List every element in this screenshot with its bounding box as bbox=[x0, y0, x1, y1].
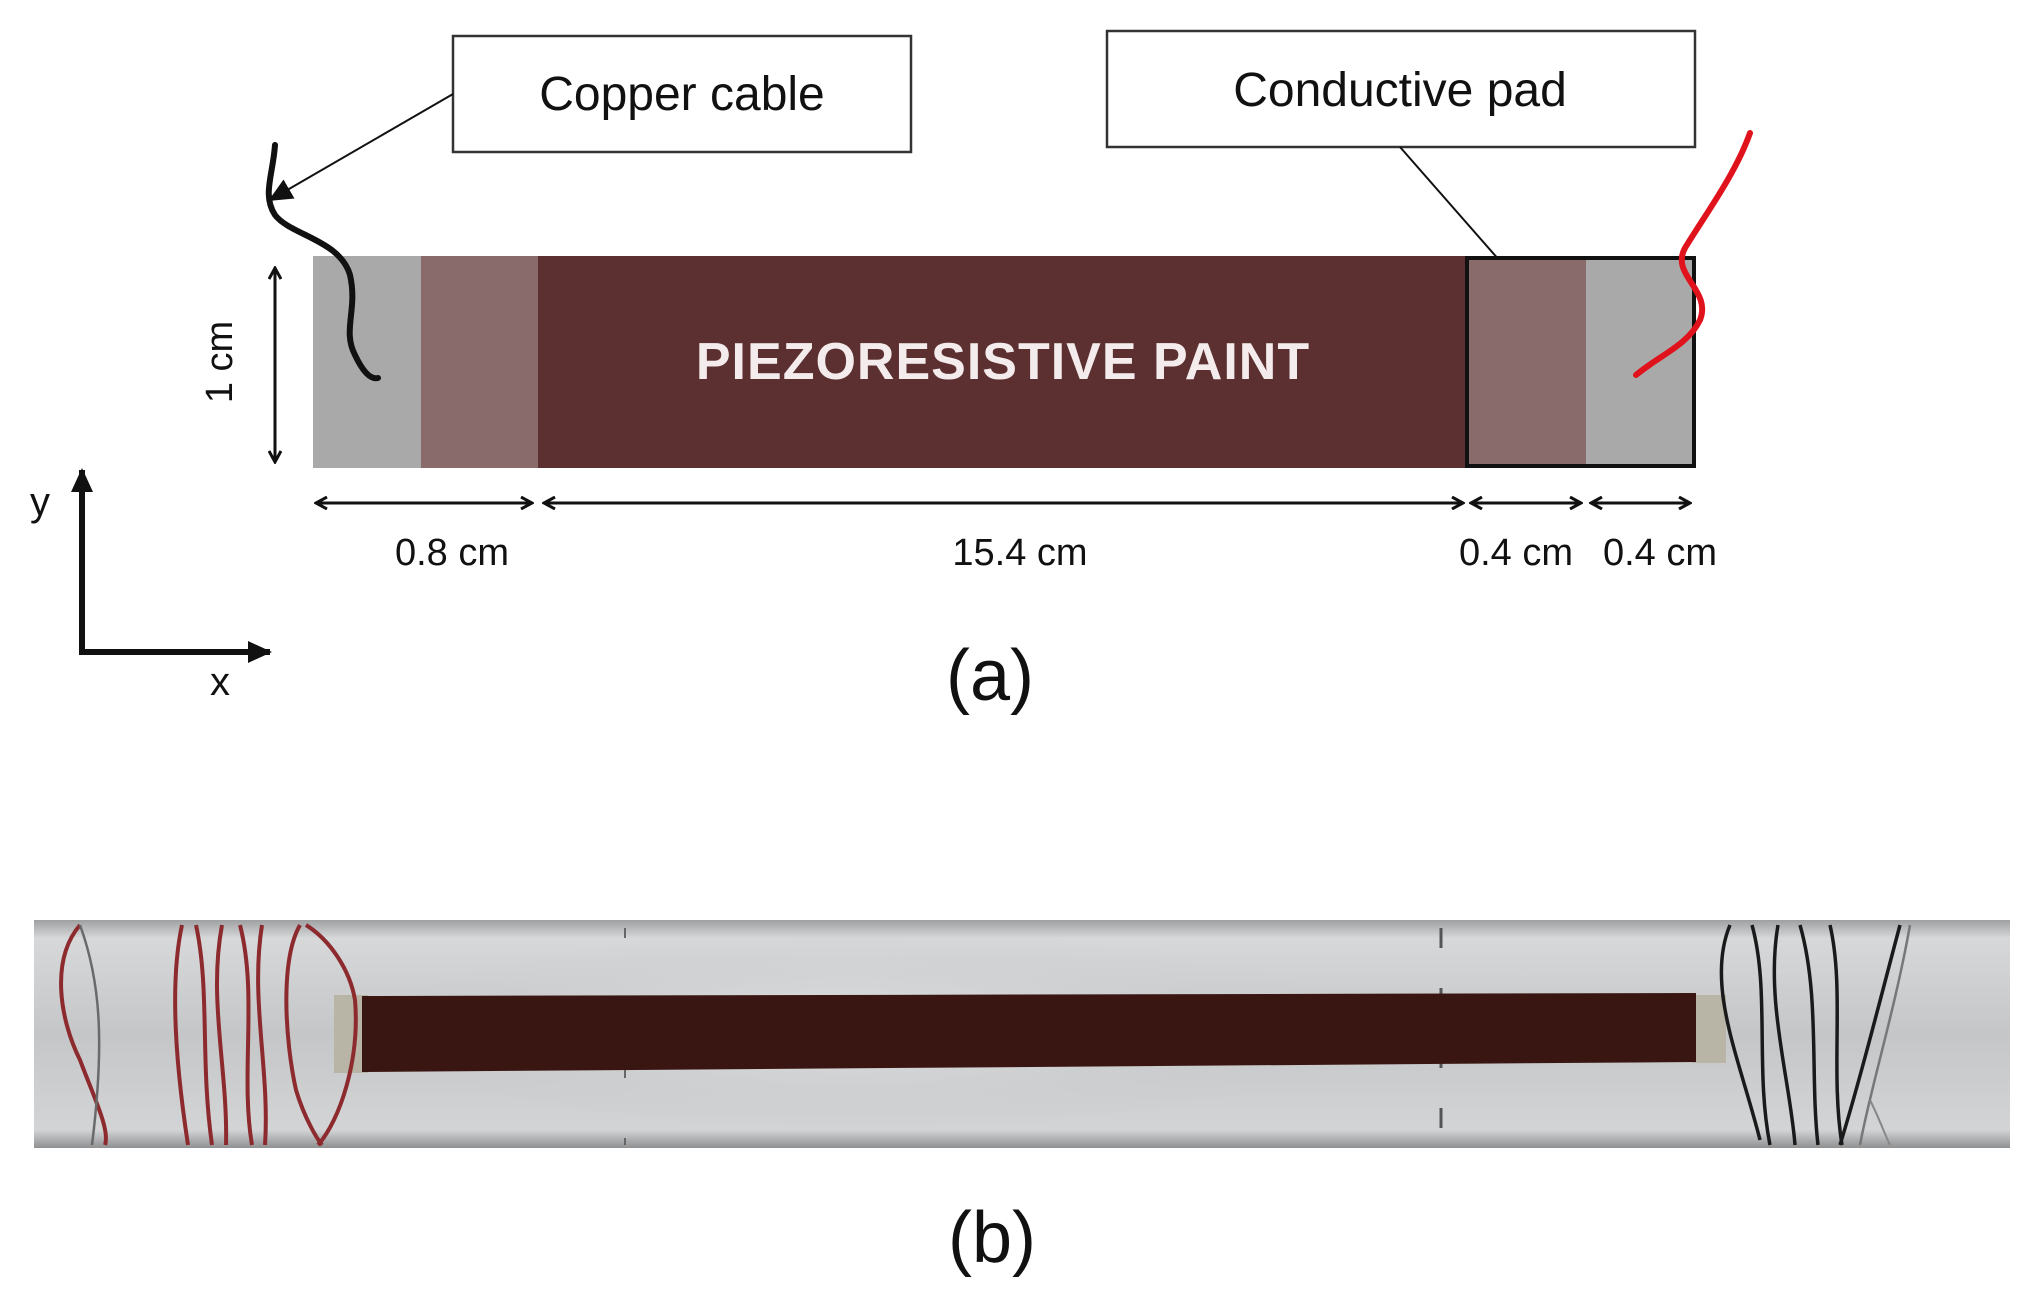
dimension-label-pad: 0.4 cm bbox=[1459, 532, 1573, 574]
photo-b: (b) bbox=[34, 920, 2010, 1278]
copper-cable-callout-text: Copper cable bbox=[539, 68, 825, 121]
copper-cable-leader-line bbox=[268, 93, 454, 202]
x-axis-label: x bbox=[210, 660, 230, 704]
sensor-strip: PIEZORESISTIVE PAINT bbox=[313, 256, 1696, 468]
conductive-pad-callout-box bbox=[1105, 29, 1697, 149]
copper-cable-left bbox=[265, 142, 381, 382]
copper-cable-callout-box bbox=[451, 34, 913, 154]
piezoresistive-paint bbox=[538, 256, 1467, 468]
height-dimension-label: 1 cm bbox=[199, 321, 241, 403]
dimension-label-electrode: 0.8 cm bbox=[395, 532, 509, 574]
black-wire-coil bbox=[1719, 924, 1912, 1146]
y-axis-label: y bbox=[30, 480, 50, 524]
panel-label-b: (b) bbox=[948, 1198, 1036, 1278]
photo-pad-right bbox=[1692, 995, 1726, 1063]
conductive-pad-right bbox=[1467, 256, 1586, 468]
diagram-a: Copper cable Conductive pad PIEZORESISTI… bbox=[30, 29, 1753, 716]
height-dimension: 1 cm bbox=[199, 268, 275, 462]
substrate-right bbox=[1586, 256, 1694, 468]
right-end-outline bbox=[1465, 256, 1696, 468]
strip-label: PIEZORESISTIVE PAINT bbox=[696, 333, 1310, 391]
conductive-pad-callout-text: Conductive pad bbox=[1233, 64, 1567, 117]
width-dimensions: 0.8 cm 15.4 cm 0.4 cm 0.4 cm bbox=[316, 503, 1717, 574]
conductive-pad-left bbox=[421, 256, 538, 468]
dimension-label-paint: 15.4 cm bbox=[952, 532, 1087, 574]
red-wire-coil bbox=[59, 923, 358, 1147]
dimension-label-substrate: 0.4 cm bbox=[1603, 532, 1717, 574]
copper-cable-callout: Copper cable bbox=[268, 34, 913, 202]
copper-cable-right bbox=[1633, 130, 1753, 378]
panel-label-a: (a) bbox=[946, 636, 1034, 716]
photo-paint-strip bbox=[362, 993, 1696, 1072]
substrate-left bbox=[313, 256, 421, 468]
coordinate-axes: y x bbox=[30, 468, 272, 704]
